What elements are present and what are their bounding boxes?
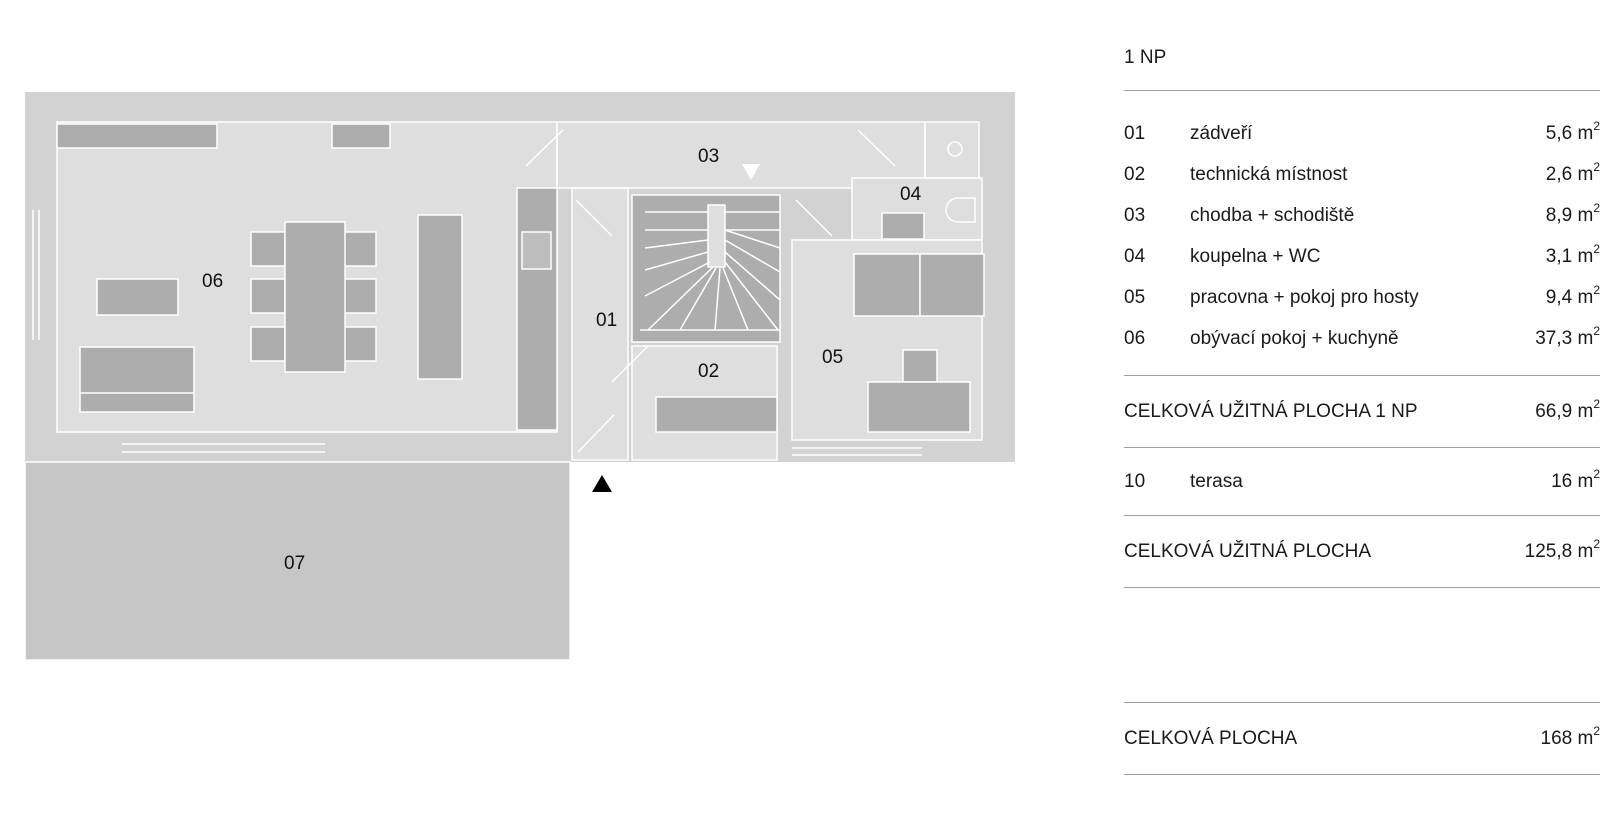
sofa — [79, 346, 195, 413]
usable-total-area: 125,8 m2 — [1524, 536, 1600, 562]
floor-total-label: CELKOVÁ UŽITNÁ PLOCHA 1 NP — [1124, 400, 1418, 422]
stair-direction-arrow-down-icon — [742, 164, 760, 180]
divider — [1124, 774, 1600, 775]
room-label-04: 04 — [900, 184, 922, 205]
staircase — [631, 194, 781, 343]
room-name: koupelna + WC — [1190, 245, 1321, 267]
shower-area — [924, 121, 980, 179]
room-label-03: 03 — [698, 146, 719, 167]
room-number: 02 — [1124, 163, 1146, 185]
grand-total-area: 168 m2 — [1540, 723, 1601, 749]
room-number: 04 — [1124, 245, 1146, 267]
room-label-02: 02 — [698, 361, 719, 382]
divider — [1124, 702, 1600, 703]
room-name: chodba + schodiště — [1190, 204, 1355, 226]
room-07-terrace — [24, 461, 571, 661]
room-01-vestibule — [571, 187, 629, 461]
counter-top-left — [56, 123, 218, 149]
divider — [1124, 375, 1600, 376]
area-legend: 1 NP 01 zádveří 5,6 m2 02 technická míst… — [1124, 40, 1600, 775]
room-03-hall-stairs — [556, 121, 926, 189]
kitchen-counter — [516, 187, 558, 431]
floor-title: 1 NP — [1124, 47, 1167, 68]
room-row: 06 obývací pokoj + kuchyně 37,3 m2 — [1124, 318, 1600, 359]
divider — [1124, 447, 1600, 448]
room-area: 9,4 m2 — [1545, 282, 1600, 308]
technical-cabinet — [655, 396, 778, 433]
room-area: 16 m2 — [1551, 466, 1600, 492]
divider — [1124, 515, 1600, 516]
sink-icon — [521, 231, 552, 270]
divider — [1124, 90, 1600, 91]
room-area: 8,9 m2 — [1545, 200, 1600, 226]
room-area: 3,1 m2 — [1545, 241, 1600, 267]
room-name: obývací pokoj + kuchyně — [1190, 327, 1399, 349]
room-area: 5,6 m2 — [1545, 118, 1600, 144]
room-label-01: 01 — [596, 310, 617, 331]
room-label-06: 06 — [202, 271, 223, 292]
room-name: technická místnost — [1190, 163, 1348, 185]
usable-total-row: CELKOVÁ UŽITNÁ PLOCHA 125,8 m2 — [1124, 516, 1600, 587]
entrance-arrow-up-icon — [592, 475, 612, 492]
usable-total-label: CELKOVÁ UŽITNÁ PLOCHA — [1124, 540, 1372, 562]
room-list: 01 zádveří 5,6 m2 02 technická místnost … — [1124, 91, 1600, 375]
room-row: 01 zádveří 5,6 m2 — [1124, 113, 1600, 154]
room-number: 05 — [1124, 286, 1146, 308]
floor-total-area: 66,9 m2 — [1535, 396, 1600, 422]
room-number: 10 — [1124, 470, 1146, 492]
washbasin-cabinet — [881, 212, 925, 240]
toilet-icon — [947, 141, 963, 157]
room-name: pracovna + pokoj pro hosty — [1190, 286, 1419, 308]
wc-bowl — [945, 197, 976, 223]
room-number: 06 — [1124, 327, 1146, 349]
room-label-05: 05 — [822, 347, 843, 368]
grand-total-row: CELKOVÁ PLOCHA 168 m2 — [1124, 703, 1600, 774]
coffee-table — [96, 278, 179, 316]
room-area: 2,6 m2 — [1545, 159, 1600, 185]
dining-set — [250, 221, 377, 373]
spacer — [1124, 588, 1600, 702]
kitchen-island — [417, 214, 463, 380]
terrace-row: 10 terasa 16 m2 — [1124, 448, 1600, 515]
study-furniture — [853, 253, 985, 433]
window-lines — [32, 210, 922, 456]
room-area: 37,3 m2 — [1535, 323, 1600, 349]
room-label-07: 07 — [284, 553, 305, 574]
room-name: terasa — [1190, 470, 1243, 492]
room-row: 05 pracovna + pokoj pro hosty 9,4 m2 — [1124, 277, 1600, 318]
door-swings — [525, 129, 896, 453]
cabinet-top — [331, 123, 391, 149]
divider — [1124, 587, 1600, 588]
room-row: 04 koupelna + WC 3,1 m2 — [1124, 236, 1600, 277]
room-row: 03 chodba + schodiště 8,9 m2 — [1124, 195, 1600, 236]
floor-total-row: CELKOVÁ UŽITNÁ PLOCHA 1 NP 66,9 m2 — [1124, 376, 1600, 447]
room-number: 03 — [1124, 204, 1146, 226]
room-row: 02 technická místnost 2,6 m2 — [1124, 154, 1600, 195]
room-number: 01 — [1124, 122, 1146, 144]
floor-plan: 01 02 03 04 05 06 07 — [24, 92, 1015, 661]
grand-total-label: CELKOVÁ PLOCHA — [1124, 727, 1298, 749]
room-name: zádveří — [1190, 122, 1253, 144]
